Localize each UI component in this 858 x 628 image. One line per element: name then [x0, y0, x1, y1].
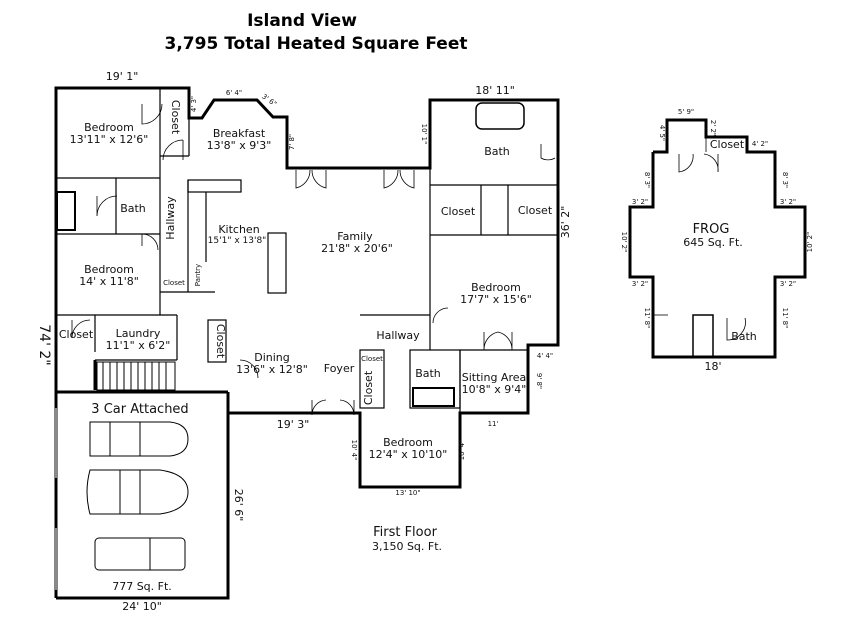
floor-label: First Floor — [373, 525, 437, 540]
car-icon — [89, 421, 189, 457]
room-size: 15'1" x 13'8" — [208, 236, 267, 246]
room-size: 13'8" x 9'3" — [207, 139, 272, 152]
garage-area: 777 Sq. Ft. — [112, 580, 172, 593]
frog-labels: FROG 645 Sq. Ft. Closet Bath 5' 9" 4' 5"… — [620, 108, 814, 373]
dimension-label: 13' 10" — [395, 489, 420, 497]
room-name: Bedroom — [84, 121, 134, 134]
plan-subtitle: 3,795 Total Heated Square Feet — [165, 34, 468, 54]
dimension-label: 18' — [704, 360, 721, 373]
dimension-label: 11' — [488, 420, 499, 428]
car-icon — [86, 469, 189, 515]
doors — [71, 103, 556, 416]
room-name: Hallway — [164, 196, 177, 240]
dimension-label: 9' 8" — [535, 373, 543, 389]
room-size: 10'8" x 9'4" — [462, 383, 527, 396]
dimension-label: 3' 2" — [632, 280, 648, 288]
frog-area: 645 Sq. Ft. — [683, 236, 743, 249]
room-name: Family — [337, 230, 373, 243]
dimension-label: 19' 1" — [106, 70, 139, 83]
room-size: 14' x 11'8" — [79, 275, 139, 288]
frog-name: FROG — [693, 222, 730, 237]
dimension-label: 3' 2" — [632, 198, 648, 206]
room-name: Sitting Area — [462, 371, 527, 384]
dimension-labels: 19' 1" 6' 4" 4' 3" 3' 6" 7' 8" 10' 1" 18… — [36, 70, 572, 613]
dimension-label: 3' 2" — [780, 198, 796, 206]
room-name: Kitchen — [218, 223, 259, 236]
pantry-label: Pantry — [194, 264, 202, 286]
room-size: 17'7" x 15'6" — [460, 293, 532, 306]
closet-label: Closet — [441, 205, 476, 218]
room-name: Hallway — [376, 329, 420, 342]
dimension-label: 8' 3" — [781, 172, 789, 188]
garage-name: 3 Car Attached — [91, 402, 188, 417]
dimension-label: 11' 8" — [643, 308, 651, 329]
room-name: Bedroom — [84, 263, 134, 276]
dimension-label: 74' 2" — [36, 324, 52, 365]
dimension-label: 4' 2" — [752, 140, 768, 148]
dimension-label: 6' 4" — [226, 89, 242, 97]
dimension-label: 24' 10" — [122, 600, 162, 613]
bath-label: Bath — [731, 330, 757, 343]
dimension-label: 11' 8" — [781, 308, 789, 329]
floor-area: 3,150 Sq. Ft. — [372, 540, 442, 553]
room-name: Bath — [120, 202, 146, 215]
dimension-label: 10' 4" — [458, 440, 466, 461]
room-size: 11'1" x 6'2" — [106, 339, 171, 352]
room-name: Breakfast — [213, 127, 266, 140]
closet-label: Closet — [710, 138, 745, 151]
first-floor-walls — [54, 86, 560, 600]
dimension-label: 36' 2" — [559, 206, 572, 239]
dimension-label: 18' 11" — [475, 84, 515, 97]
dimension-label: 8' 3" — [643, 172, 651, 188]
closet-label: Closet — [169, 100, 182, 135]
closet-label: Closet — [362, 370, 375, 405]
plan-title: Island View — [247, 11, 357, 31]
room-size: 12'4" x 10'10" — [369, 448, 448, 461]
room-name: Bedroom — [383, 436, 433, 449]
dimension-label: 10' 4" — [350, 440, 358, 461]
frog-walls — [628, 118, 807, 359]
room-labels: Bedroom 13'11" x 12'6" Closet Breakfast … — [59, 100, 553, 593]
stairs — [96, 361, 176, 391]
room-name: Bath — [484, 145, 510, 158]
room-name: Laundry — [116, 327, 161, 340]
frog-doors — [653, 137, 746, 341]
closet-label: Closet — [59, 328, 94, 341]
dimension-label: 4' 4" — [537, 352, 553, 360]
dimension-label: 3' 2" — [780, 280, 796, 288]
dimension-label: 2' 2" — [709, 120, 717, 136]
dimension-label: 4' 3" — [190, 96, 198, 112]
room-name: Bedroom — [471, 281, 521, 294]
dimension-label: 10' 2" — [620, 232, 628, 253]
closet-label: Closet — [361, 355, 383, 363]
closet-label: Closet — [518, 204, 553, 217]
dimension-label: 5' 9" — [678, 108, 694, 116]
dimension-label: 10' 2" — [806, 232, 814, 253]
garage-cars — [54, 408, 189, 590]
room-size: 13'6" x 12'8" — [236, 363, 308, 376]
dimension-label: 4' 5" — [658, 125, 666, 141]
room-size: 13'11" x 12'6" — [70, 133, 149, 146]
dimension-label: 7' 8" — [288, 134, 296, 150]
truck-icon — [94, 537, 186, 571]
dimension-label: 10' 1" — [420, 124, 428, 145]
closet-label: Closet — [163, 279, 185, 287]
dimension-label: 26' 6" — [232, 489, 245, 522]
room-name: Foyer — [324, 362, 355, 375]
room-name: Bath — [415, 367, 441, 380]
room-name: Dining — [254, 351, 290, 364]
room-size: 21'8" x 20'6" — [321, 242, 393, 255]
closet-label: Closet — [214, 324, 227, 359]
dimension-label: 19' 3" — [277, 418, 310, 431]
